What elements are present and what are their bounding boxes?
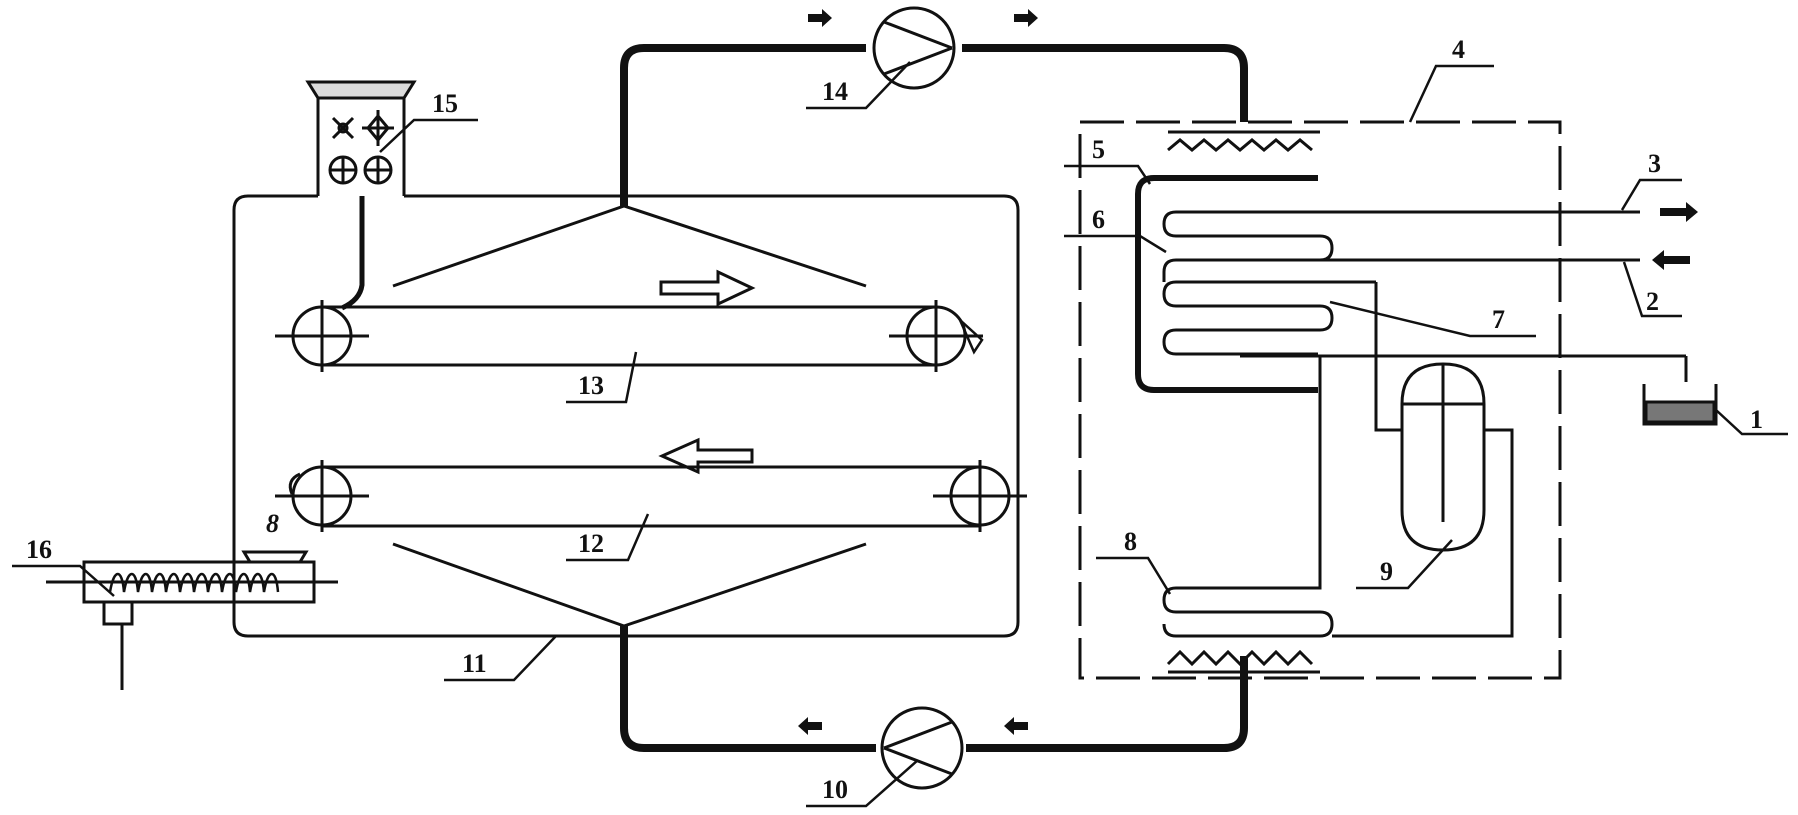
label-2: 2	[1646, 287, 1659, 316]
scraper-blade	[958, 319, 984, 355]
upper-right-roller	[889, 300, 983, 372]
water-pipe	[1240, 354, 1688, 382]
evaporator	[1162, 356, 1514, 638]
leader-lines	[12, 61, 1788, 808]
label-14: 14	[822, 77, 848, 106]
coil-7	[1162, 280, 1402, 432]
arrow-right-icon	[659, 269, 756, 307]
flow-arrow-icon	[1652, 250, 1690, 270]
flow-arrows	[798, 9, 1698, 735]
upper-air-hood	[392, 204, 867, 288]
flow-arrow-icon	[798, 717, 822, 735]
agitator-diamond	[362, 110, 394, 146]
label-3: 3	[1648, 149, 1661, 178]
fan-bottom	[880, 706, 964, 790]
label-5: 5	[1092, 135, 1105, 164]
heat-exchanger-fins-top	[1167, 130, 1320, 152]
heat-exchanger-fins-bottom	[1166, 649, 1320, 674]
dryer-chamber	[232, 194, 1020, 638]
crusher-roll-right	[363, 155, 393, 185]
label-6: 6	[1092, 205, 1105, 234]
upper-conveyor-belt	[275, 300, 984, 372]
label-7: 7	[1492, 305, 1505, 334]
feed-hopper	[305, 80, 417, 311]
agitator-x	[331, 116, 355, 140]
label-8: 8	[1124, 527, 1137, 556]
hopper-discharge-chute	[340, 196, 365, 311]
heat-pump-enclosure	[1078, 120, 1562, 680]
lower-right-roller	[933, 460, 1027, 532]
gas-liquid-separator	[1400, 362, 1486, 552]
air-duct	[620, 44, 1248, 752]
water-tank	[1642, 384, 1718, 426]
heat-recovery-coil	[1162, 210, 1640, 282]
label-12: 12	[578, 529, 604, 558]
label-4: 4	[1452, 35, 1465, 64]
condenser	[1135, 175, 1318, 393]
label-11: 11	[462, 649, 487, 678]
upper-left-roller	[275, 300, 369, 372]
lower-left-roller	[275, 460, 369, 532]
fan-top	[872, 6, 956, 90]
flow-arrow-icon	[1660, 202, 1698, 222]
lower-conveyor-belt	[275, 460, 1027, 532]
label-15: 15	[432, 89, 458, 118]
discharge-hook	[288, 472, 301, 495]
label-16: 16	[26, 535, 52, 564]
label-10: 10	[822, 775, 848, 804]
discharge-symbol: 8	[266, 509, 279, 538]
flow-arrow-icon	[1004, 717, 1028, 735]
label-9: 9	[1380, 557, 1393, 586]
flow-arrow-icon	[808, 9, 832, 27]
label-13: 13	[578, 371, 604, 400]
screw-flight	[108, 572, 280, 593]
label-1: 1	[1750, 405, 1763, 434]
screw-conveyor	[46, 550, 338, 690]
crusher-roll-left	[328, 155, 358, 185]
lower-air-hood	[392, 542, 867, 628]
flow-arrow-icon	[1014, 9, 1038, 27]
arrow-left-icon	[658, 437, 754, 475]
